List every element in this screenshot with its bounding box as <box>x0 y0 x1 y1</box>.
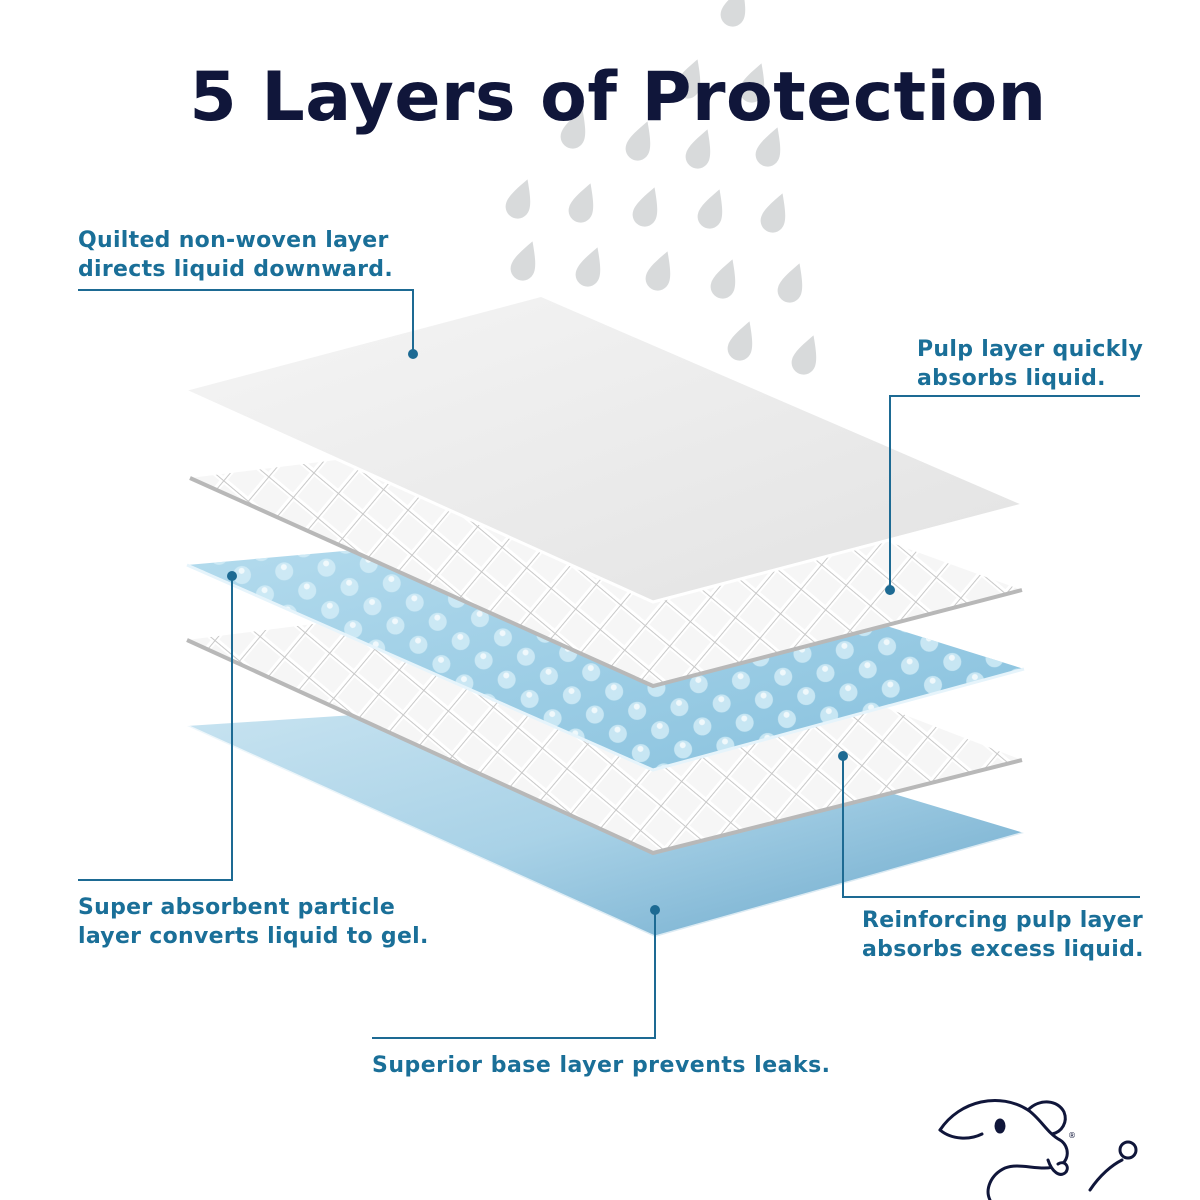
callout-pulp-layer: Pulp layer quickly absorbs liquid. <box>917 335 1143 393</box>
leader-line-base <box>372 910 656 1039</box>
water-droplet-icon <box>560 109 586 149</box>
callout-text: Pulp layer quickly <box>917 337 1144 362</box>
water-droplet-icon <box>755 127 781 167</box>
water-droplet-icon <box>568 183 594 223</box>
water-droplet-icon <box>760 193 786 233</box>
dog-mascot-icon: ® <box>938 1098 1138 1200</box>
callout-text: absorbs liquid. <box>917 366 1106 391</box>
callout-top-layer: Quilted non-woven layer directs liquid d… <box>78 226 393 284</box>
water-droplet-icon <box>645 251 671 291</box>
callout-text: Super absorbent particle <box>78 895 396 920</box>
water-droplet-icon <box>697 189 723 229</box>
svg-text:®: ® <box>1068 1131 1076 1140</box>
water-droplet-icon <box>727 321 753 361</box>
water-droplet-icon <box>675 59 701 99</box>
callout-text: Superior base layer prevents leaks. <box>372 1053 831 1078</box>
callout-base-layer: Superior base layer prevents leaks. <box>372 1051 831 1080</box>
page-title: 5 Layers of Protection <box>189 58 1047 137</box>
leader-line-pulp <box>889 395 1140 590</box>
water-droplet-icon <box>685 129 711 169</box>
callout-text: Quilted non-woven layer <box>78 228 389 253</box>
callout-sap-layer: Super absorbent particle layer converts … <box>78 893 429 951</box>
leader-dots <box>227 349 895 915</box>
water-droplets <box>505 0 817 375</box>
callout-text: layer converts liquid to gel. <box>78 924 429 949</box>
leader-lines <box>78 289 1140 1039</box>
callout-text: Reinforcing pulp layer <box>862 908 1144 933</box>
water-droplet-icon <box>777 263 803 303</box>
water-droplet-icon <box>505 179 531 219</box>
water-droplet-icon <box>739 63 765 103</box>
water-droplet-icon <box>625 121 651 161</box>
top-nonwoven-layer <box>185 297 1023 604</box>
callout-text: absorbs excess liquid. <box>862 937 1144 962</box>
water-droplet-icon <box>510 241 536 281</box>
water-droplet-icon <box>710 259 736 299</box>
leader-line-sap <box>78 576 233 881</box>
water-droplet-icon <box>791 335 817 375</box>
callout-reinforcing-layer: Reinforcing pulp layer absorbs excess li… <box>862 906 1144 964</box>
water-droplet-icon <box>720 0 746 27</box>
leader-line-top <box>78 289 414 354</box>
callout-text: directs liquid downward. <box>78 257 393 282</box>
leader-line-reinforcing <box>842 756 1140 898</box>
water-droplet-icon <box>575 247 601 287</box>
water-droplet-icon <box>632 187 658 227</box>
